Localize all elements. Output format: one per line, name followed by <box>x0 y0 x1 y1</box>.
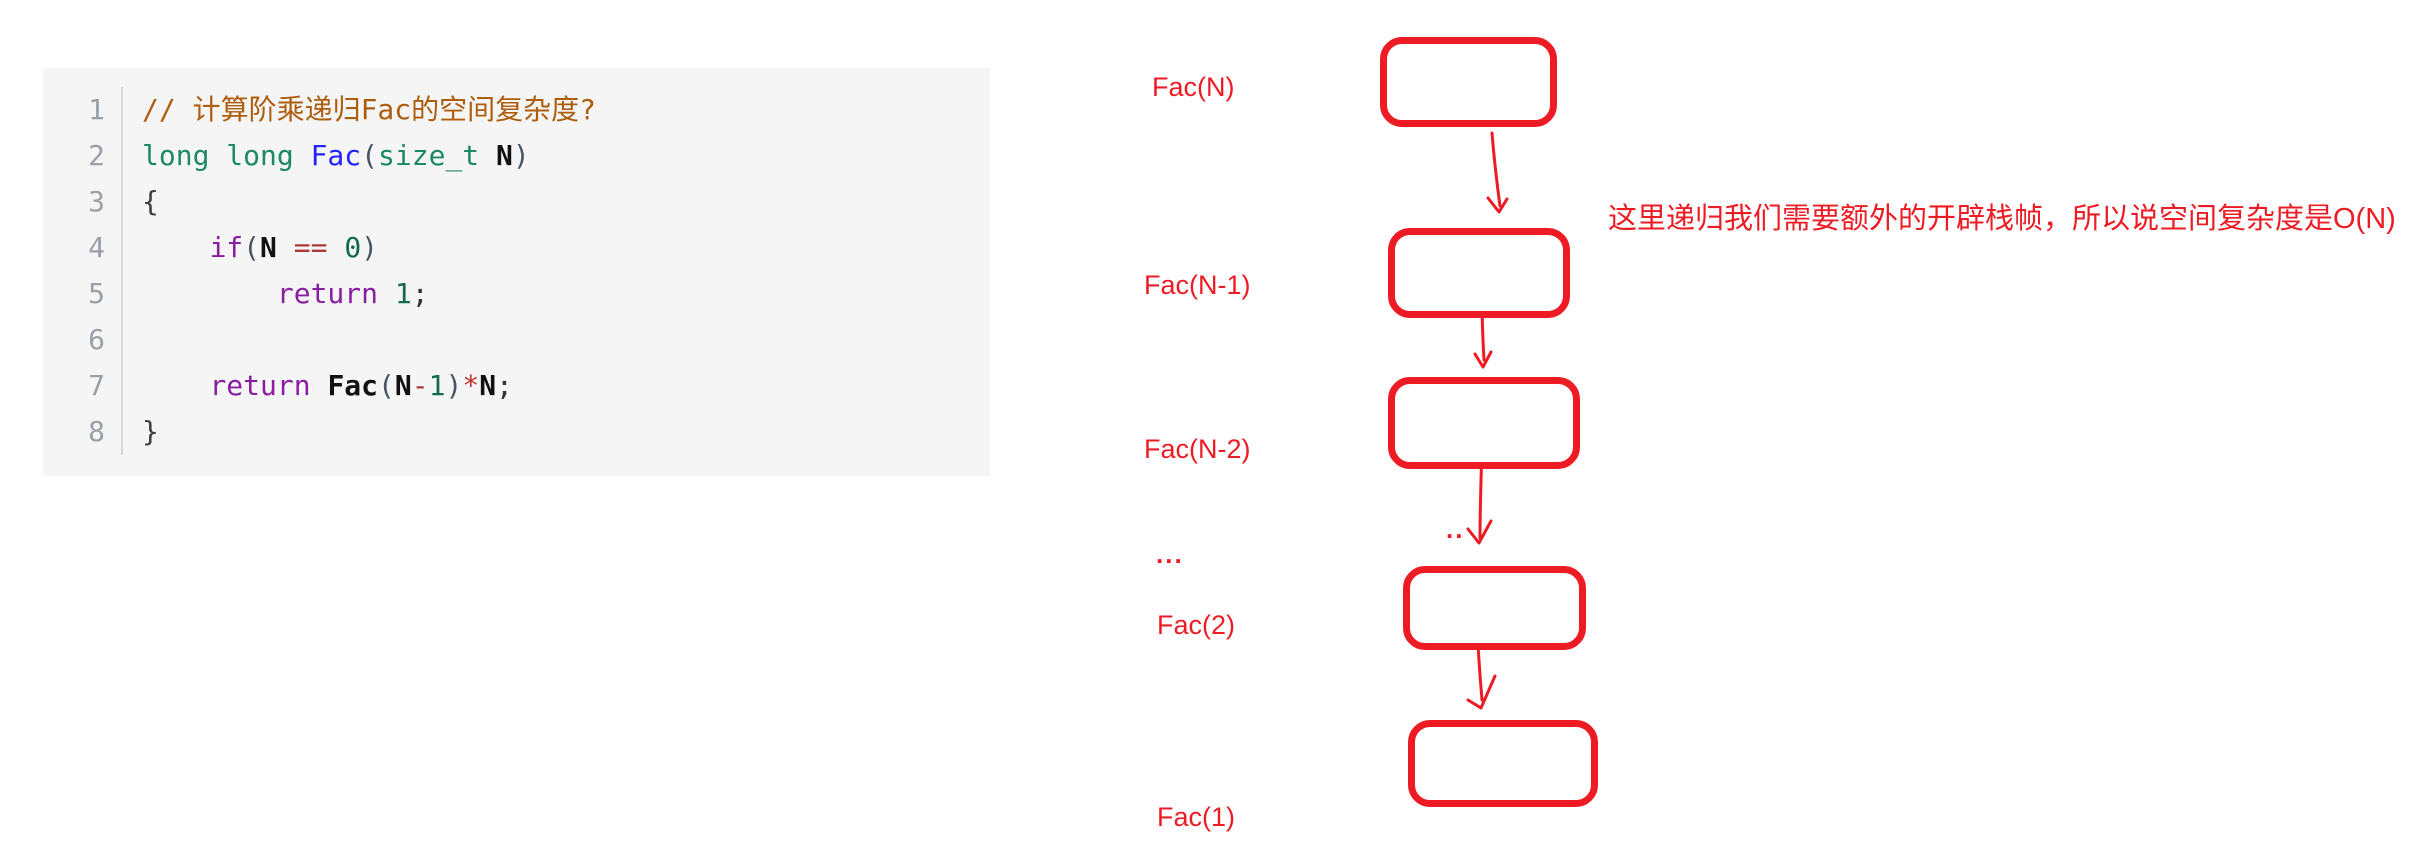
code-token: N <box>394 369 412 402</box>
code-token: { <box>142 185 159 218</box>
arrow-down-4-head <box>1466 674 1497 710</box>
code-token: ) <box>361 231 379 264</box>
code-line: 8} <box>43 409 990 455</box>
label-ellipsis-left: ... <box>1156 539 1184 569</box>
code-token: N <box>496 139 513 172</box>
code-token: ; <box>496 369 513 402</box>
code-token: // 计算阶乘递归Fac的空间复杂度? <box>142 93 597 126</box>
code-text: if(N == 0) <box>123 225 378 271</box>
code-token: N <box>479 369 497 402</box>
code-line: 4 if(N == 0) <box>43 225 990 271</box>
label-fac-n-1: Fac(N-1) <box>1144 270 1251 300</box>
label-fac-n-2: Fac(N-2) <box>1144 434 1251 464</box>
code-token: ( <box>361 139 379 172</box>
code-token: if <box>209 231 244 264</box>
code-text: } <box>123 409 159 455</box>
line-number: 7 <box>43 363 123 409</box>
label-fac-n: Fac(N) <box>1152 72 1235 102</box>
code-token: N <box>260 231 277 264</box>
code-token: } <box>142 415 159 448</box>
code-token: ) <box>512 139 530 172</box>
code-token: ( <box>243 231 261 264</box>
label-fac-1: Fac(1) <box>1157 802 1236 832</box>
code-line: 5 return 1; <box>43 271 990 317</box>
code-token: return <box>276 277 379 310</box>
code-token: Fac <box>310 139 362 172</box>
line-number: 2 <box>43 133 123 179</box>
line-number: 6 <box>43 317 123 363</box>
stack-frame-fac-2 <box>1403 566 1586 650</box>
code-token: ) <box>445 369 463 402</box>
stack-frame-fac-n-2 <box>1388 377 1580 469</box>
code-text: long long Fac(size_t N) <box>123 133 530 179</box>
stack-frame-fac-1 <box>1408 720 1598 807</box>
code-token: == <box>293 231 328 264</box>
code-token: 1 <box>394 277 412 310</box>
line-number: 5 <box>43 271 123 317</box>
arrow-down-1-head <box>1486 196 1509 214</box>
code-token: 1 <box>428 369 446 402</box>
annotation-text: 这里递归我们需要额外的开辟栈帧，所以说空间复杂度是O(N) <box>1608 203 2396 235</box>
line-number: 8 <box>43 409 123 455</box>
code-token: return <box>209 369 311 402</box>
code-line: 7 return Fac(N-1)*N; <box>43 363 990 409</box>
code-token: ( <box>378 369 395 402</box>
code-text: return Fac(N-1)*N; <box>123 363 513 409</box>
line-number: 3 <box>43 179 123 225</box>
code-text: return 1; <box>123 271 429 317</box>
code-line: 1 // 计算阶乘递归Fac的空间复杂度? <box>43 87 990 133</box>
code-token: size_t <box>378 139 480 172</box>
label-ellipsis-mid: .. <box>1446 514 1465 544</box>
arrow-down-1-shaft <box>1490 131 1502 208</box>
code-token: Fac <box>327 369 379 402</box>
line-number: 1 <box>43 87 123 133</box>
code-text: // 计算阶乘递归Fac的空间复杂度? <box>123 87 596 133</box>
arrow-down-2-head <box>1473 350 1493 369</box>
code-line: 3{ <box>43 179 990 225</box>
line-number: 4 <box>43 225 123 271</box>
arrow-down-3-head <box>1466 519 1493 545</box>
code-token: ; <box>411 277 429 310</box>
stack-frame-fac-n <box>1380 37 1557 127</box>
code-token: * <box>462 369 480 402</box>
label-fac-2: Fac(2) <box>1157 610 1236 640</box>
code-token: - <box>411 369 429 402</box>
stack-frame-fac-n-1 <box>1388 228 1570 318</box>
code-token: long long <box>142 139 294 172</box>
code-token: 0 <box>344 231 362 264</box>
code-line: 6 <box>43 317 990 363</box>
code-text: { <box>123 179 159 225</box>
